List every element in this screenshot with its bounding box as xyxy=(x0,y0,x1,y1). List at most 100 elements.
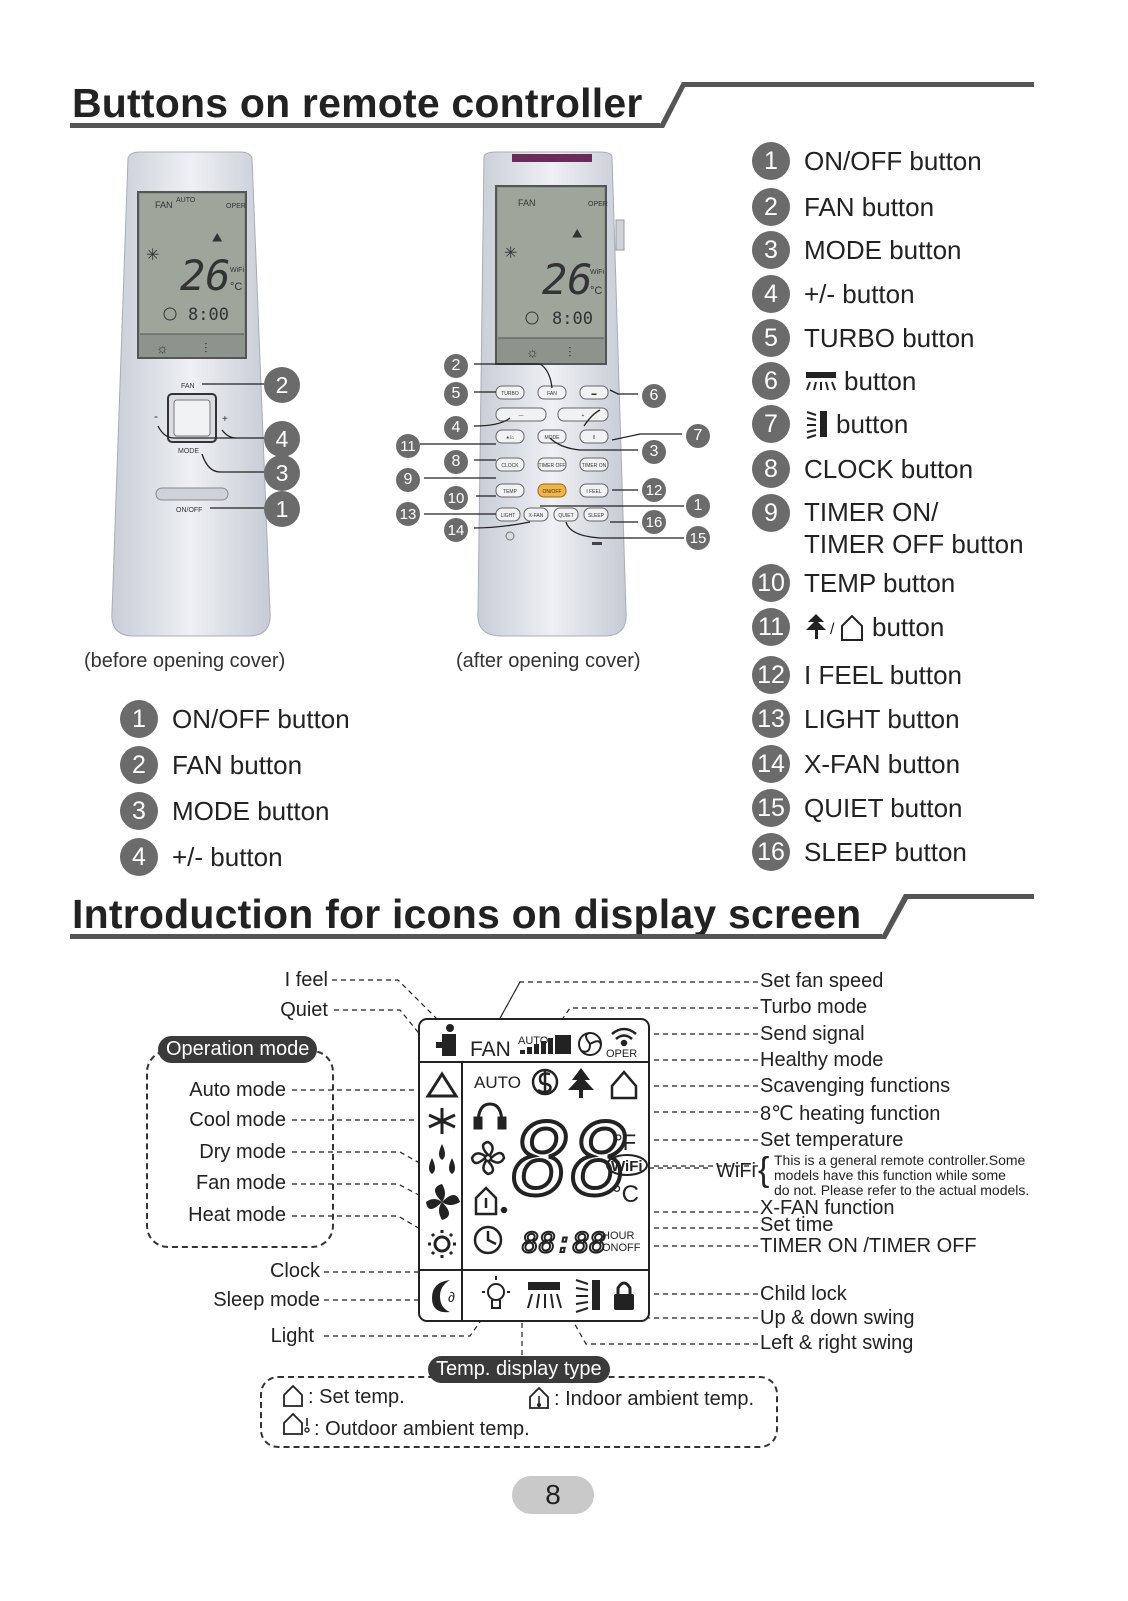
remote-before-cover: FAN AUTO OPER ⯅ ✳ 26 WiFi °C 8:00 ☼ ⫶ FA… xyxy=(111,151,271,637)
item-label-line1: TIMER ON/ xyxy=(804,497,939,527)
svg-text:+: + xyxy=(582,413,585,419)
lcd-wifi-text: WiFi xyxy=(611,1158,643,1175)
scavenging-icon xyxy=(568,1068,594,1098)
lcd-display-diagram: FAN AUTO OPER AUTO 88 °F WiFi °C 88:88 H… xyxy=(418,1018,650,1322)
lcd-unit-c: °C xyxy=(612,1181,639,1208)
lcd-unit-f: °F xyxy=(614,1130,636,1155)
svg-text:FAN: FAN xyxy=(547,391,557,397)
number-badge: 11 xyxy=(752,608,790,646)
lcd-onoff-text: ONOFF xyxy=(602,1242,641,1254)
number-badge: 6 xyxy=(752,362,790,400)
legend-indoor-temp: : Indoor ambient temp. xyxy=(554,1388,755,1410)
label-wifi: WiFi xyxy=(716,1160,756,1182)
list-item: 1 ON/OFF button xyxy=(752,142,982,180)
number-badge: 8 xyxy=(752,450,790,488)
item-label: LIGHT button xyxy=(804,703,960,734)
number-badge: 3 xyxy=(752,231,790,269)
label-sleep-mode: Sleep mode xyxy=(213,1289,320,1311)
lcd-fan-text: FAN xyxy=(470,1038,511,1061)
caption-before-cover: (before opening cover) xyxy=(84,650,286,672)
item-label: MODE button xyxy=(804,234,962,265)
callout-2: 2 xyxy=(264,367,300,403)
label-ifeel: I feel xyxy=(284,969,328,991)
label-scavenging: Scavenging functions xyxy=(760,1075,951,1097)
item-label: QUIET button xyxy=(804,792,963,823)
number-badge: 7 xyxy=(752,405,790,443)
svg-text:AUTO: AUTO xyxy=(176,197,196,204)
callout-4: 4 xyxy=(444,416,468,440)
send-signal-icon xyxy=(611,1027,637,1047)
light-icon xyxy=(482,1276,510,1309)
svg-text:26: 26 xyxy=(180,251,231,300)
item-label: X-FAN button xyxy=(804,748,961,779)
svg-text:QUIET: QUIET xyxy=(558,513,573,519)
number-badge: 14 xyxy=(752,745,790,783)
number-badge: 2 xyxy=(120,746,158,784)
cool-mode-icon xyxy=(428,1108,456,1134)
page-number: 8 xyxy=(512,1476,594,1514)
svg-text:TURBO: TURBO xyxy=(501,391,519,397)
outdoor-temp-house-icon xyxy=(283,1412,310,1435)
svg-text:X-FAN: X-FAN xyxy=(529,513,544,519)
label-timer-on-off: TIMER ON /TIMER OFF xyxy=(760,1235,977,1257)
label-quiet: Quiet xyxy=(280,999,328,1021)
lcd-big-digits: 88 xyxy=(512,1104,630,1218)
callout-lines-before xyxy=(157,383,264,509)
section-rule-1 xyxy=(70,82,1034,128)
svg-text:‖: ‖ xyxy=(593,435,595,441)
number-badge: 1 xyxy=(752,142,790,180)
item-label: button xyxy=(836,408,909,439)
number-badge: 1 xyxy=(120,700,158,738)
callout-5: 5 xyxy=(444,382,468,406)
heat-mode-icon xyxy=(428,1230,456,1258)
callout-1: 1 xyxy=(264,491,300,527)
set-temp-house-icon xyxy=(283,1384,303,1407)
number-badge: 9 xyxy=(752,494,790,532)
item-label: MODE button xyxy=(172,795,330,826)
up-down-swing-icon xyxy=(806,372,836,391)
svg-text:8:00: 8:00 xyxy=(188,305,229,325)
sleep-icon: ∂ xyxy=(432,1280,455,1313)
item-label: TIMER ON/TIMER OFF button xyxy=(804,496,1024,560)
callout-8: 8 xyxy=(444,450,468,474)
indoor-temp-icon xyxy=(474,1186,508,1216)
svg-text:—: — xyxy=(519,413,524,419)
callout-3: 3 xyxy=(642,440,666,464)
list-item: 11 / button xyxy=(752,608,944,646)
leftright-swing-icon xyxy=(575,1279,600,1313)
wifi-note-line: This is a general remote controller.Some xyxy=(774,1152,1026,1168)
label-auto-mode: Auto mode xyxy=(189,1079,286,1101)
label-child-lock: Child lock xyxy=(760,1283,847,1305)
item-label: ON/OFF button xyxy=(804,145,982,176)
ifeel-icon xyxy=(436,1024,456,1056)
lcd-fan-icon xyxy=(470,1140,506,1176)
section-title-buttons: Buttons on remote controller xyxy=(72,80,643,126)
svg-text:FAN: FAN xyxy=(518,198,536,208)
label-set-temperature: Set temperature xyxy=(760,1129,904,1151)
dry-mode-icon xyxy=(429,1144,455,1174)
callout-2: 2 xyxy=(444,354,468,378)
svg-text:∂: ∂ xyxy=(448,1289,455,1305)
item-label: I FEEL button xyxy=(804,659,963,690)
wifi-note: This is a general remote controller.Some… xyxy=(774,1153,1029,1198)
lcd-clock-icon xyxy=(473,1225,503,1255)
label-fan-mode: Fan mode xyxy=(195,1172,286,1194)
label-set-time: Set time xyxy=(760,1214,834,1236)
callout-lines-after xyxy=(420,363,684,539)
label-left-right-swing: Left & right swing xyxy=(760,1332,914,1354)
svg-text:26: 26 xyxy=(542,255,593,304)
svg-text:⯅: ⯅ xyxy=(210,228,224,248)
svg-text:ON/OFF: ON/OFF xyxy=(543,489,562,495)
callout-9: 9 xyxy=(396,468,420,492)
label-set-fan-speed: Set fan speed xyxy=(760,970,884,992)
callout-7: 7 xyxy=(686,424,710,448)
svg-text:8:00: 8:00 xyxy=(552,309,593,329)
tree-house-icon: / xyxy=(806,614,863,641)
svg-text:⫶: ⫶ xyxy=(568,344,572,360)
